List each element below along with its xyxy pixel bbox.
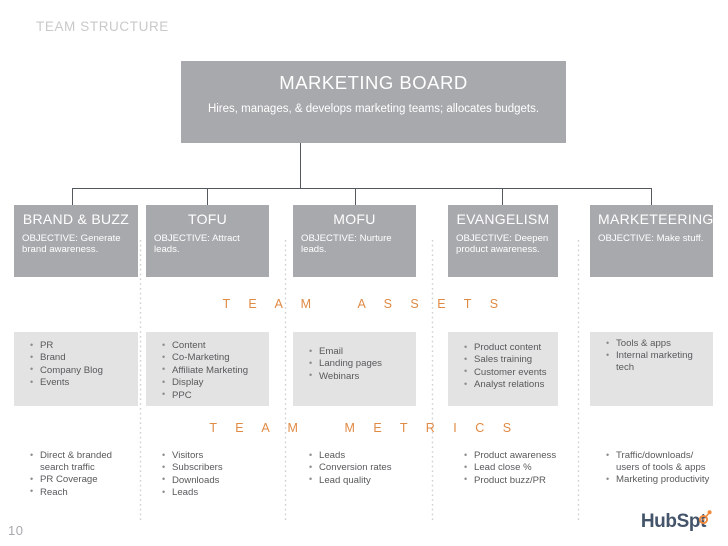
list-item: PPC [162,389,265,402]
metrics-list-marketeering: Traffic/downloads/ users of tools & apps… [590,450,716,486]
metrics-box-marketeering: Traffic/downloads/ users of tools & apps… [590,448,720,489]
list-item: Leads [309,450,412,462]
hubspot-sprocket-icon [699,509,712,524]
metrics-box-brand-buzz: Direct & branded search traffic PR Cover… [14,448,138,501]
list-item: Marketing productivity [606,474,716,486]
list-item: Leads [162,487,265,499]
list-item: Sales training [464,354,554,366]
metrics-list-evangelism: Product awareness Lead close % Product b… [448,450,562,487]
list-item: Product awareness [464,450,562,462]
band-label-team-metrics: T E A M M E T R I C S [0,421,728,435]
column-header-box-mofu[interactable]: MOFU OBJECTIVE: Nurture leads. [293,205,416,277]
hubspot-logo-text-tail: t [700,510,706,532]
column-objective-mofu: OBJECTIVE: Nurture leads. [301,233,392,256]
column-brand-buzz: BRAND & BUZZ OBJECTIVE: Generate brand a… [14,205,138,277]
list-item: PR Coverage [30,474,134,486]
list-item: Display [162,377,265,389]
page-title: TEAM STRUCTURE [36,19,169,34]
list-item: Content [162,340,265,352]
assets-box-tofu: Content Co-Marketing Affiliate Marketing… [146,332,269,406]
column-tofu: TOFU OBJECTIVE: Attract leads. [146,205,269,277]
list-item: Events [30,377,134,389]
assets-box-evangelism: Product content Sales training Customer … [448,332,558,406]
page-number: 10 [8,523,24,538]
list-item: Company Blog [30,364,134,377]
column-evangelism: EVANGELISM OBJECTIVE: Deepen product awa… [448,205,558,277]
list-item: Traffic/downloads/ users of tools & apps [606,450,716,474]
column-objective-evangelism: OBJECTIVE: Deepen product awareness. [456,233,549,256]
assets-list-marketeering: Tools & apps Internal marketing tech [590,338,709,374]
list-item: Lead close % [464,462,562,474]
metrics-list-brand-buzz: Direct & branded search traffic PR Cover… [14,450,134,499]
assets-list-brand-buzz: PR Brand Company Blog Events [14,340,134,389]
metrics-list-mofu: Leads Conversion rates Lead quality [293,450,412,487]
column-header-box-evangelism[interactable]: EVANGELISM OBJECTIVE: Deepen product awa… [448,205,558,277]
band-assets-word-assets: A S S E T S [357,297,506,311]
assets-list-tofu: Content Co-Marketing Affiliate Marketing… [146,340,265,402]
list-item: Analyst relations [464,379,554,391]
list-item: Webinars [309,370,412,383]
column-header-box-tofu[interactable]: TOFU OBJECTIVE: Attract leads. [146,205,269,277]
list-item: Downloads [162,474,265,487]
hubspot-logo-text: HubSp [640,510,701,532]
metrics-box-evangelism: Product awareness Lead close % Product b… [448,448,566,489]
list-item: Affiliate Marketing [162,364,265,377]
column-title-evangelism: EVANGELISM [456,211,550,227]
list-item: Product content [464,342,554,354]
band-metrics-word-team: T E A M [209,421,306,435]
list-item: Subscribers [162,462,265,474]
list-item: Tools & apps [606,338,709,350]
list-item: Visitors [162,450,265,462]
column-title-marketeering: MARKETEERING [598,211,714,227]
hubspot-logo: HubSp t [640,509,712,532]
column-objective-marketeering: OBJECTIVE: Make stuff. [598,233,704,245]
metrics-box-mofu: Leads Conversion rates Lead quality [293,448,416,489]
column-header-box-marketeering[interactable]: MARKETEERING OBJECTIVE: Make stuff. [590,205,713,277]
list-item: Direct & branded search traffic [30,450,134,474]
assets-box-mofu: Email Landing pages Webinars [293,332,416,406]
list-item: Customer events [464,366,554,379]
list-item: Landing pages [309,358,412,370]
band-label-team-assets: T E A M A S S E T S [0,297,728,311]
column-title-tofu: TOFU [187,211,228,227]
assets-list-mofu: Email Landing pages Webinars [293,346,412,383]
list-item: Lead quality [309,474,412,487]
column-title-mofu: MOFU [333,211,376,227]
assets-box-marketeering: Tools & apps Internal marketing tech [590,332,713,406]
marketing-board-box[interactable]: MARKETING BOARD Hires, manages, & develo… [181,61,566,143]
band-assets-word-team: T E A M [222,297,319,311]
list-item: Reach [30,486,134,499]
assets-list-evangelism: Product content Sales training Customer … [448,342,554,391]
marketing-board-subtitle: Hires, manages, & develops marketing tea… [207,103,540,116]
column-mofu: MOFU OBJECTIVE: Nurture leads. [293,205,416,277]
list-item: Brand [30,352,134,364]
metrics-list-tofu: Visitors Subscribers Downloads Leads [146,450,265,499]
list-item: Co-Marketing [162,352,265,364]
list-item: PR [30,340,134,352]
column-objective-tofu: OBJECTIVE: Attract leads. [154,233,240,256]
list-item: Email [309,346,412,358]
band-metrics-word-metrics: M E T R I C S [344,421,519,435]
list-item: Internal marketing tech [606,350,709,374]
column-marketeering: MARKETEERING OBJECTIVE: Make stuff. [590,205,713,277]
metrics-box-tofu: Visitors Subscribers Downloads Leads [146,448,269,502]
marketing-board-title: MARKETING BOARD [279,72,468,93]
column-title-brand-buzz: BRAND & BUZZ [22,211,130,227]
assets-box-brand-buzz: PR Brand Company Blog Events [14,332,138,406]
column-header-box-brand-buzz[interactable]: BRAND & BUZZ OBJECTIVE: Generate brand a… [14,205,138,277]
list-item: Conversion rates [309,462,412,474]
list-item: Product buzz/PR [464,474,562,487]
column-objective-brand-buzz: OBJECTIVE: Generate brand awareness. [22,233,121,256]
